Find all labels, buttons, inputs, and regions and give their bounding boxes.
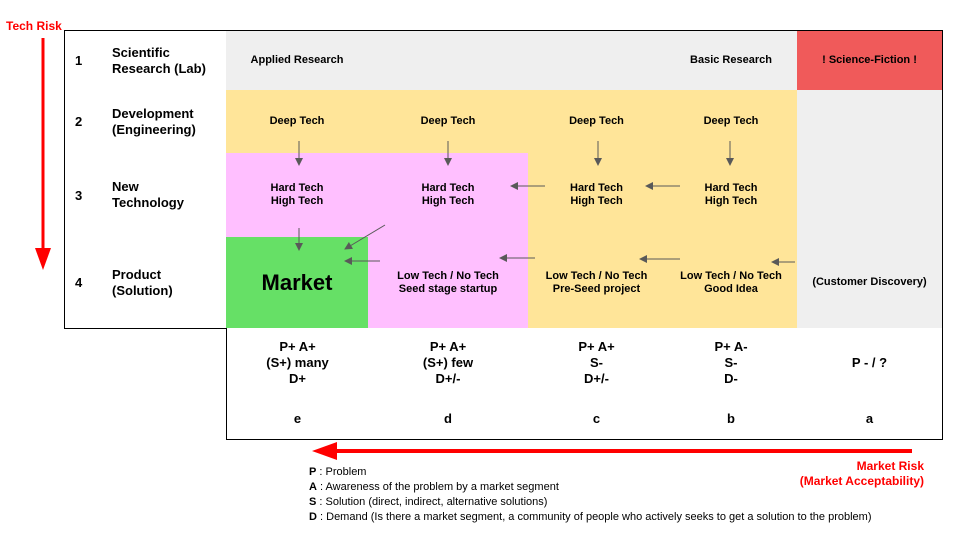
legend-key: P	[309, 466, 317, 478]
cell-a1: ! Science-Fiction !	[797, 30, 943, 91]
code-e: e	[226, 398, 369, 440]
code-a: a	[797, 398, 943, 440]
criteria-b: P+ A- S- D-	[665, 328, 798, 399]
tech-risk-arrow	[35, 38, 51, 270]
criteria-e: P+ A+ (S+) many D+	[226, 328, 369, 399]
criteria-d: P+ A+ (S+) few D+/-	[368, 328, 529, 399]
criteria-a: P - / ?	[797, 328, 943, 399]
cell-a2	[797, 90, 943, 154]
flow-arrows	[295, 141, 795, 266]
cell-d1	[368, 30, 529, 91]
legend-key: S	[309, 496, 317, 508]
row-label: Product (Solution)	[104, 237, 227, 329]
cell-c4: Low Tech / No Tech Pre-Seed project	[528, 237, 666, 329]
table-divider	[64, 328, 226, 329]
legend-text: : Problem	[316, 466, 367, 478]
legend-text: : Awareness of the problem by a market s…	[316, 481, 559, 493]
cell-b4: Low Tech / No Tech Good Idea	[665, 237, 798, 329]
legend-key: D	[309, 511, 317, 523]
cell-b2: Deep Tech	[665, 90, 798, 154]
legend-item: A : Awareness of the problem by a market…	[309, 481, 559, 494]
code-c: c	[528, 398, 666, 440]
legend-key: A	[309, 481, 317, 493]
market-risk-sublabel: (Market Acceptability)	[799, 474, 924, 488]
cell-a4: (Customer Discovery)	[797, 237, 943, 329]
cell-b1: Basic Research	[665, 30, 798, 91]
cell-d3: Hard Tech High Tech	[368, 153, 529, 238]
cell-e1: Applied Research	[226, 30, 369, 91]
cell-d4: Low Tech / No Tech Seed stage startup	[368, 237, 529, 329]
market-risk-arrow	[312, 442, 912, 460]
row-label: Development (Engineering)	[104, 90, 227, 154]
code-b: b	[665, 398, 798, 440]
legend-text: : Solution (direct, indirect, alternativ…	[316, 496, 548, 508]
cell-e2: Deep Tech	[226, 90, 369, 154]
legend-text: : Demand (Is there a market segment, a c…	[316, 511, 872, 523]
legend-item: D : Demand (Is there a market segment, a…	[309, 511, 872, 524]
cell-e3: Hard Tech High Tech	[226, 153, 369, 238]
legend-item: P : Problem	[309, 466, 366, 479]
market-risk-label: Market Risk	[856, 459, 924, 473]
criteria-c: P+ A+ S- D+/-	[528, 328, 666, 399]
cell-b3: Hard Tech High Tech	[665, 153, 798, 238]
legend-item: S : Solution (direct, indirect, alternat…	[309, 496, 547, 509]
tech-risk-label: Tech Risk	[6, 19, 62, 33]
cell-c2: Deep Tech	[528, 90, 666, 154]
arrow-diag-d3-e4	[344, 224, 386, 250]
